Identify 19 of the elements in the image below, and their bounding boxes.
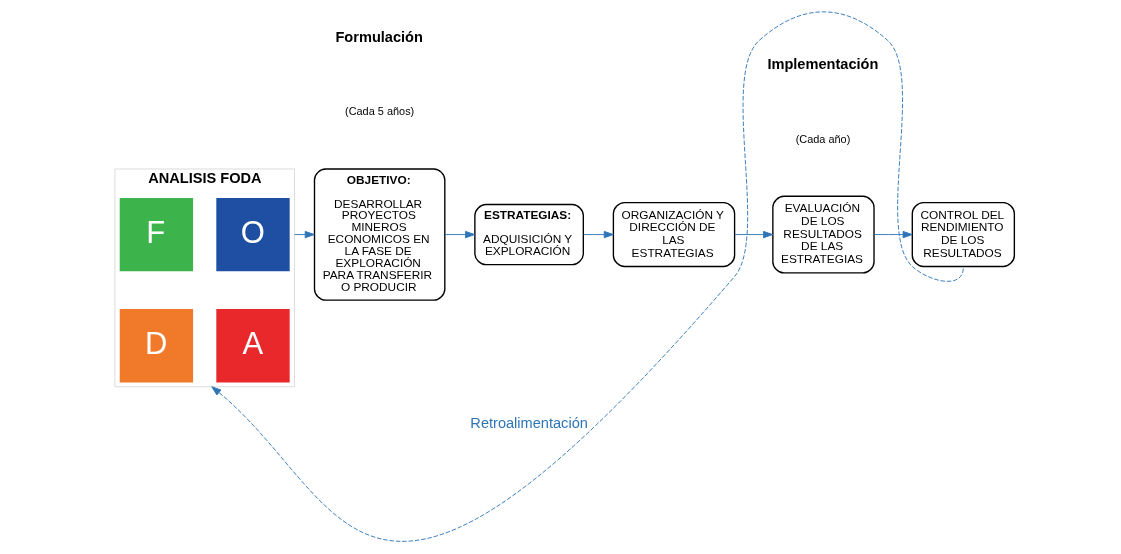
node-box: O — [215, 197, 290, 272]
node-box: EVALUACIÓN DE LOS RESULTADOS DE LAS ESTRATEGIAS — [771, 195, 875, 274]
node-box: A — [215, 309, 290, 383]
node-box: OBJETIVO: DESARROLLAR PROYECTOS MINEROS ECONOMICOS EN LA FASE DE EXPLORACIÓN PARA TRANSFERIR O PRODUCIR — [313, 168, 445, 301]
label: (Cada año) — [795, 132, 850, 145]
arrow — [293, 230, 315, 239]
node-box: D — [119, 309, 193, 383]
node-box: ESTRATEGIAS: ADQUISICIÓN Y EXPLORACIÓN — [473, 203, 584, 266]
arrow — [443, 230, 475, 239]
node-box: CONTROL DEL RENDIMIENTO DE LOS RESULTADOS — [911, 202, 1015, 268]
node-box: F — [119, 197, 193, 272]
label: Formulación — [334, 29, 423, 46]
edge-label: Retroalimentación — [469, 414, 588, 431]
label: (Cada 5 años) — [344, 105, 414, 118]
arrow — [873, 230, 913, 239]
label: Implementación — [766, 56, 878, 73]
arrow — [734, 230, 773, 239]
node-box: ORGANIZACIÓN Y DIRECCIÓN DE LAS ESTRATEGIAS — [612, 202, 735, 268]
arrow — [582, 230, 614, 239]
